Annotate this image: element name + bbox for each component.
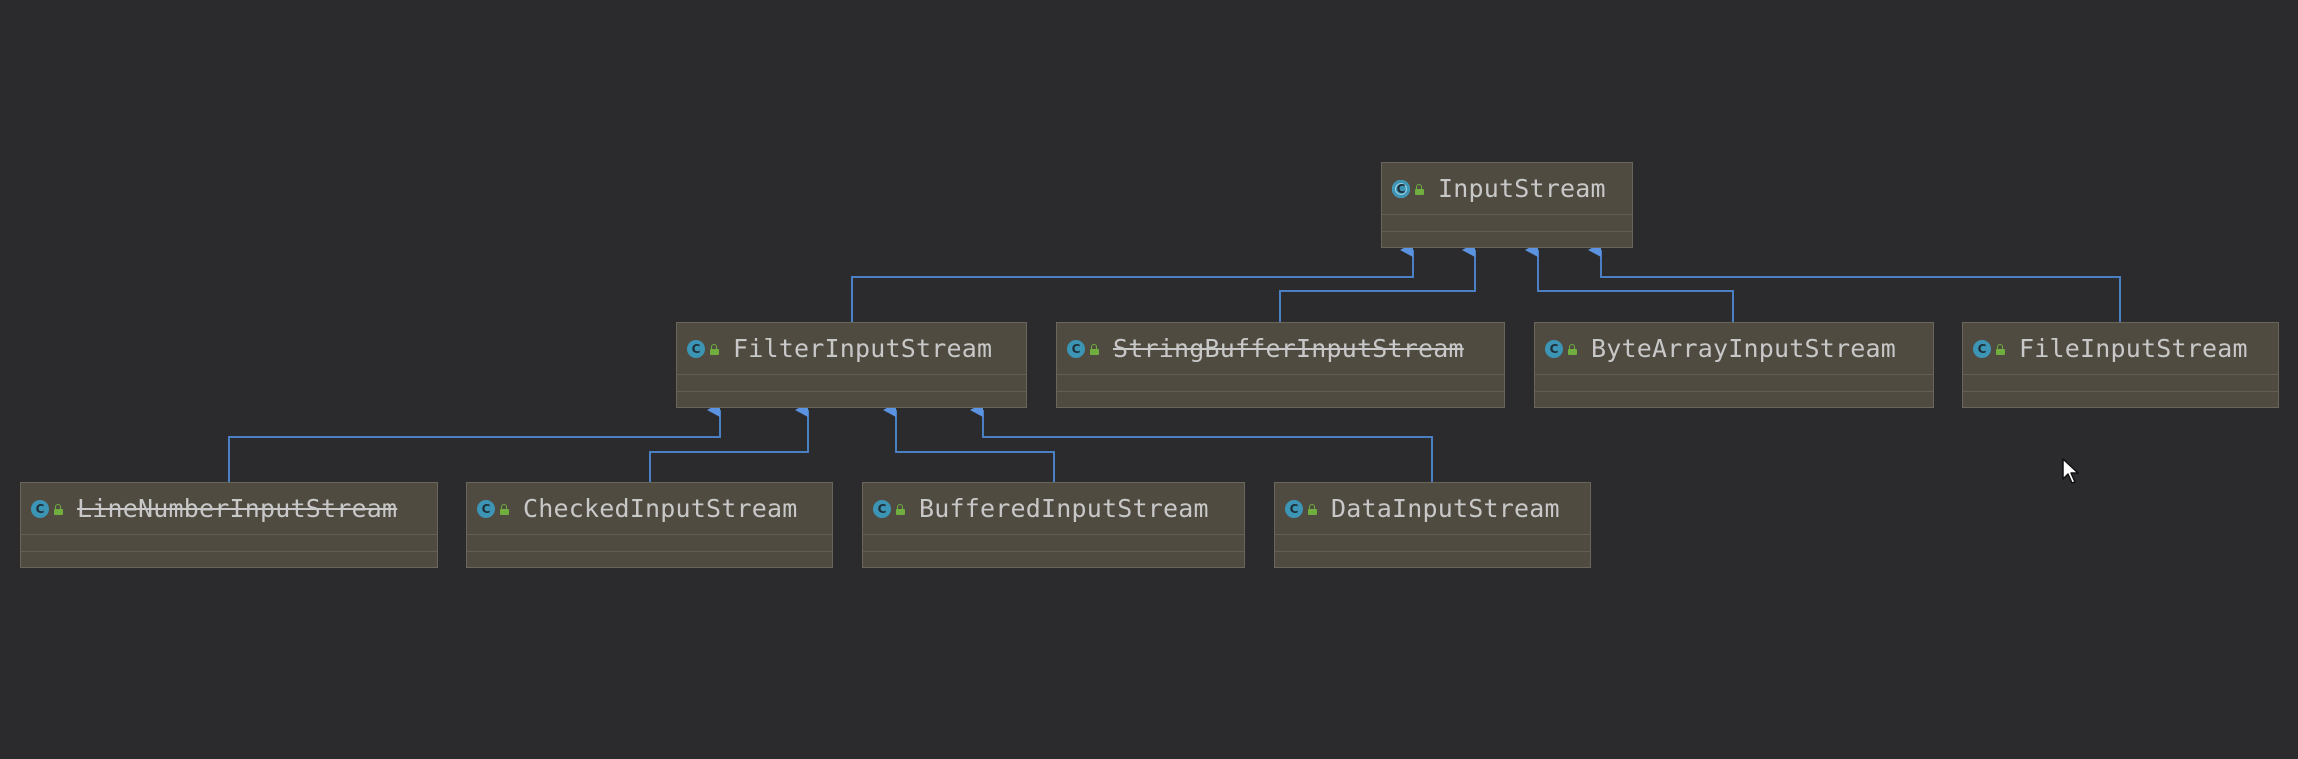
public-visibility-icon xyxy=(499,502,511,516)
public-visibility-icon xyxy=(709,342,721,356)
class-node-datainputstream[interactable]: C DataInputStream xyxy=(1274,482,1591,568)
edge-bytearrayinputstream-to-inputstream xyxy=(1525,243,1734,322)
edge-stringbufferinputstream-to-inputstream xyxy=(1279,243,1476,322)
class-name: InputStream xyxy=(1438,174,1606,203)
public-visibility-icon xyxy=(1089,342,1101,356)
public-visibility-icon xyxy=(1414,182,1426,196)
class-node-inputstream[interactable]: C InputStream xyxy=(1381,162,1633,248)
public-visibility-icon xyxy=(895,502,907,516)
class-name: LineNumberInputStream xyxy=(77,494,398,523)
class-icon: C xyxy=(687,339,705,358)
class-node-fileinputstream[interactable]: C FileInputStream xyxy=(1962,322,2279,408)
class-node-filterinputstream[interactable]: C FilterInputStream xyxy=(676,322,1027,408)
class-name: FilterInputStream xyxy=(733,334,993,363)
class-icon: C xyxy=(873,499,891,518)
edge-datainputstream-to-filterinputstream xyxy=(970,403,1433,482)
class-node-checkedinputstream[interactable]: C CheckedInputStream xyxy=(466,482,833,568)
class-name: ByteArrayInputStream xyxy=(1591,334,1897,363)
class-name: BufferedInputStream xyxy=(919,494,1209,523)
edge-bufferedinputstream-to-filterinputstream xyxy=(883,403,1055,482)
class-name: CheckedInputStream xyxy=(523,494,798,523)
public-visibility-icon xyxy=(1995,342,2007,356)
class-icon: C xyxy=(1285,499,1303,518)
class-node-bytearrayinputstream[interactable]: C ByteArrayInputStream xyxy=(1534,322,1934,408)
class-icon: C xyxy=(477,499,495,518)
public-visibility-icon xyxy=(1307,502,1319,516)
class-node-stringbufferinputstream[interactable]: C StringBufferInputStream xyxy=(1056,322,1505,408)
public-visibility-icon xyxy=(1567,342,1579,356)
public-visibility-icon xyxy=(53,502,65,516)
class-node-linenumberinputstream[interactable]: C LineNumberInputStream xyxy=(20,482,438,568)
class-icon: C xyxy=(1545,339,1563,358)
class-icon: C xyxy=(1067,339,1085,358)
abstract-class-icon: C xyxy=(1392,179,1410,198)
mouse-pointer-icon xyxy=(2062,458,2079,484)
class-name: DataInputStream xyxy=(1331,494,1560,523)
class-icon: C xyxy=(31,499,49,518)
edge-fileinputstream-to-inputstream xyxy=(1588,243,2121,322)
class-name: StringBufferInputStream xyxy=(1113,334,1464,363)
edge-checkedinputstream-to-filterinputstream xyxy=(649,403,809,482)
edge-linenumberinputstream-to-filterinputstream xyxy=(228,403,721,482)
class-name: FileInputStream xyxy=(2019,334,2248,363)
class-node-bufferedinputstream[interactable]: C BufferedInputStream xyxy=(862,482,1245,568)
edge-filterinputstream-to-inputstream xyxy=(851,243,1414,322)
class-icon: C xyxy=(1973,339,1991,358)
